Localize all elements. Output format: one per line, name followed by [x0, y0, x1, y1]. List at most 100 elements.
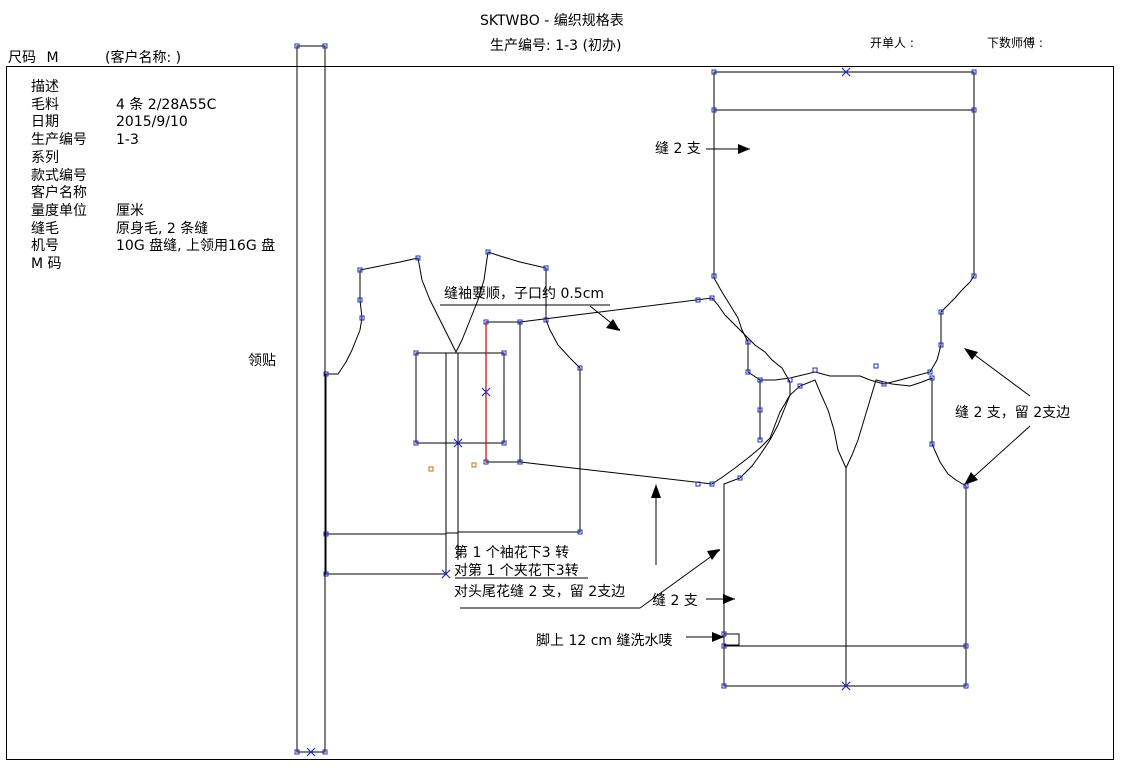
spec-label: 客户名称: [31, 185, 87, 202]
vertex-marker: [294, 43, 300, 49]
spec-label: 量度单位: [31, 202, 87, 219]
production-number: 生产编号: 1-3 (初办): [490, 38, 622, 54]
top-body-outline: [713, 71, 975, 385]
vertex-marker: [971, 69, 977, 75]
spec-label: 描述: [31, 79, 59, 95]
vertex-markers: [294, 43, 977, 757]
vertex-marker: [709, 295, 715, 301]
vertex-marker: [413, 350, 419, 356]
size-label-text: 尺码: [8, 50, 36, 66]
vertex-marker: [797, 383, 803, 389]
spec-row: 描述: [31, 78, 331, 96]
master-label: 下数师傅 :: [987, 36, 1043, 50]
arrow-bottom-seam-icon: [723, 594, 735, 604]
arrow-diag-icon: [707, 549, 720, 560]
vertex-marker: [963, 683, 969, 689]
spec-value: 10G 盘缝, 上领用16G 盘: [116, 238, 276, 255]
vertex-marker: [357, 267, 363, 273]
leader-diag: [639, 549, 721, 609]
vertex-marker: [501, 350, 507, 356]
vertex-marker: [787, 377, 793, 383]
vertex-marker: [294, 749, 300, 755]
armhole-box-1: [415, 352, 505, 444]
vertex-marker: [485, 249, 491, 255]
vertex-marker: [721, 683, 727, 689]
spec-row: 毛料 4 条 2/28A55C: [31, 96, 331, 114]
spec-label: 日期: [31, 114, 59, 131]
arrow-side-up-icon: [964, 348, 978, 360]
spec-row: 系列: [31, 149, 331, 167]
vertex-marker: [963, 483, 969, 489]
vertex-marker: [517, 319, 523, 325]
vertex-marker: [721, 643, 727, 649]
spec-row: 款式编号: [31, 167, 331, 185]
vertex-marker: [577, 365, 583, 371]
spec-row: 量度单位 厘米: [31, 202, 331, 220]
vertex-marker: [543, 317, 549, 323]
spec-value: 1-3: [116, 132, 139, 149]
spec-value: 原身毛, 2 条缝: [116, 220, 209, 237]
vertex-marker: [517, 459, 523, 465]
vertex-marker: [971, 273, 977, 279]
collar-strip: [296, 45, 326, 753]
vertex-marker: [745, 339, 751, 345]
drawing-frame: [6, 66, 1114, 760]
page-title: SKTWBO - 编织规格表: [480, 13, 624, 29]
vertex-marker: [929, 375, 935, 381]
spec-label: 缝毛: [31, 220, 59, 237]
vertex-marker: [323, 531, 329, 537]
size-value: M: [46, 50, 59, 66]
arrow-heads: [606, 144, 978, 642]
vertex-marker: [757, 437, 763, 443]
vertex-marker: [963, 643, 969, 649]
vertex-marker: [323, 371, 329, 377]
vertex-marker: [501, 440, 507, 446]
spec-value: 厘米: [116, 202, 144, 219]
cross-icon: [841, 67, 851, 77]
spec-row: 缝毛 原身毛, 2 条缝: [31, 220, 331, 238]
bottom-seam-note: 缝 2 支: [652, 593, 698, 609]
small-marker: [471, 462, 477, 468]
arrow-side-down-icon: [964, 472, 978, 485]
vertex-marker: [357, 297, 363, 303]
bottom-body-outline: [723, 377, 967, 687]
vertex-marker: [323, 571, 329, 577]
vertex-marker: [413, 440, 419, 446]
vertex-marker: [695, 481, 701, 487]
arrow-up-icon: [651, 484, 661, 498]
vertex-marker: [577, 529, 583, 535]
small-marker: [428, 466, 434, 472]
vertex-marker: [757, 407, 763, 413]
vertex-marker: [711, 107, 717, 113]
vertex-marker: [929, 441, 935, 447]
vertex-marker: [971, 107, 977, 113]
vertex-marker: [938, 342, 944, 348]
sleeve-note-3: 对头尾花缝 2 支，留 2支边: [454, 584, 626, 600]
vertex-marker: [745, 369, 751, 375]
sleeve-seam-note: 缝袖要顺，子口约 0.5cm: [444, 286, 605, 302]
spec-value: 4 条 2/28A55C: [116, 96, 217, 113]
vertex-marker: [711, 273, 717, 279]
spec-label: 生产编号: [31, 132, 87, 149]
spec-label: M 码: [31, 256, 62, 272]
vertex-marker: [927, 369, 933, 375]
arrow-hem-icon: [712, 632, 724, 642]
hem-label-note: 脚上 12 cm 缝洗水唛: [536, 633, 673, 649]
vertex-marker: [695, 297, 701, 303]
size-label: 尺码 M: [8, 47, 59, 67]
vertex-marker: [359, 315, 365, 321]
spec-label: 系列: [31, 149, 59, 166]
vertex-marker: [415, 255, 421, 261]
spec-row: M 码: [31, 255, 331, 273]
spec-row: 客户名称: [31, 184, 331, 202]
vertex-marker: [873, 363, 879, 369]
collar-patch-label: 领贴: [248, 353, 276, 369]
vertex-marker: [322, 43, 328, 49]
vertex-marker: [709, 481, 715, 487]
spec-label: 毛料: [31, 96, 59, 113]
vertex-marker: [543, 265, 549, 271]
vertex-marker: [322, 749, 328, 755]
cross-icon: [441, 569, 451, 579]
